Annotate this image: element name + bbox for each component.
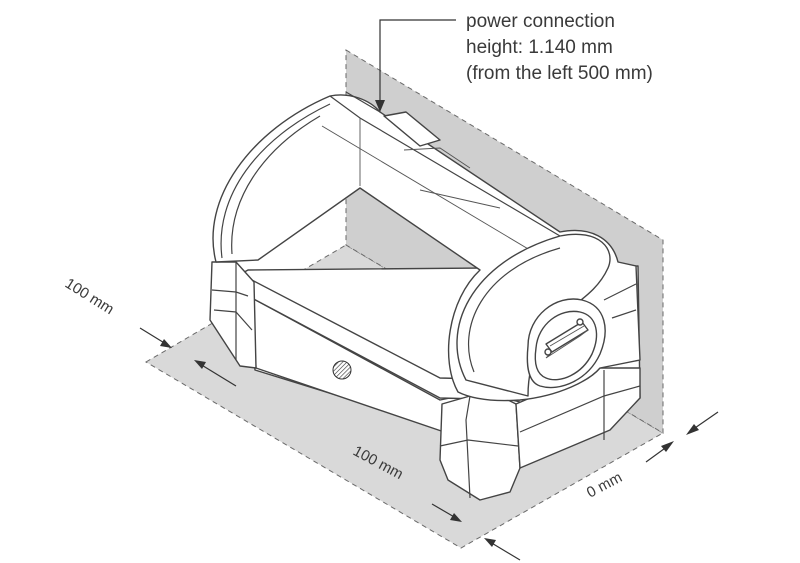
left-dimension-label: 100 mm xyxy=(62,275,117,318)
front-dimension xyxy=(431,503,521,561)
power-connection-leader xyxy=(375,19,456,112)
power-connection-label: power connection xyxy=(466,11,615,32)
top-control-slot xyxy=(383,111,441,147)
drain-hole xyxy=(332,360,352,380)
door-screw xyxy=(576,318,584,326)
offset-label: (from the left 500 mm) xyxy=(466,63,653,84)
door-screw xyxy=(544,348,552,356)
left-dimension xyxy=(139,327,237,387)
oven-body xyxy=(209,91,641,501)
height-label: height: 1.140 mm xyxy=(466,37,613,58)
right-dimension xyxy=(645,411,719,463)
